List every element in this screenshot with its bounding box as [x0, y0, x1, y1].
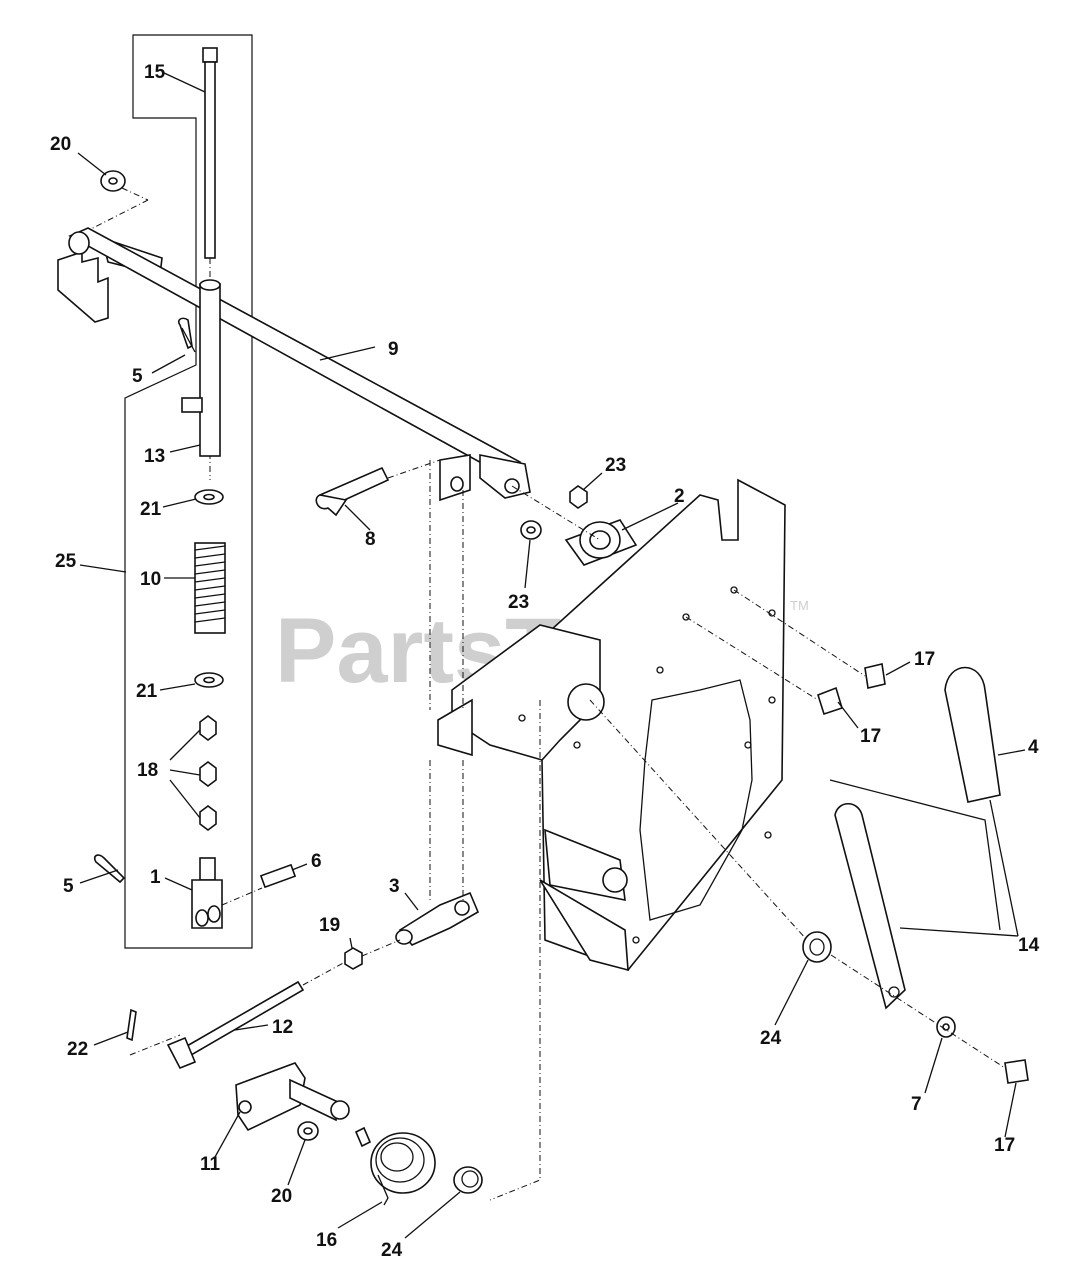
- callout-16: 16: [316, 1230, 337, 1251]
- hitch-pin-5-upper: [177, 317, 196, 353]
- callout-14: 14: [1018, 935, 1040, 956]
- watermark-trademark: TM: [790, 598, 809, 613]
- washer-20-top: [84, 170, 149, 233]
- leader-lines: [77, 71, 1026, 1239]
- nut-19: [344, 939, 401, 970]
- pivot-13: [181, 279, 221, 457]
- bushing-24-bottom: [453, 1166, 483, 1194]
- callout-24: 24: [381, 1240, 403, 1261]
- callout-8: 8: [365, 529, 376, 550]
- callout-4: 4: [1028, 737, 1039, 758]
- callout-20: 20: [50, 134, 71, 155]
- callout-5: 5: [132, 366, 143, 387]
- washer-21-lower: [194, 672, 224, 688]
- assembly-box-25: [124, 34, 253, 949]
- spring-16: [354, 1126, 436, 1206]
- callout-17: 17: [994, 1135, 1015, 1156]
- callout-17: 17: [860, 726, 881, 747]
- callout-23: 23: [605, 455, 626, 476]
- pedal-pad-4: [944, 666, 1001, 803]
- clevis-3: [395, 891, 480, 946]
- callout-22: 22: [67, 1039, 88, 1060]
- callout-10: 10: [140, 569, 161, 590]
- pin-8: [315, 459, 441, 517]
- callout-labels: 15 20 5 9 13 21 25 10 21 18 5 1 6 3 8 23…: [50, 62, 1040, 1261]
- callout-24: 24: [760, 1028, 782, 1049]
- clevis-1: [191, 857, 223, 929]
- cotter-pin-22: [126, 1008, 181, 1056]
- callout-18: 18: [137, 760, 158, 781]
- rod-12: [166, 961, 346, 1070]
- callout-23: 23: [508, 592, 529, 613]
- callout-13: 13: [144, 446, 165, 467]
- callout-11: 11: [200, 1154, 221, 1175]
- callout-25: 25: [55, 551, 77, 572]
- callout-9: 9: [388, 339, 399, 360]
- pedal-arm-14: [829, 779, 1001, 1010]
- washer-20-bottom: [297, 1121, 319, 1141]
- arm-11: [235, 1062, 350, 1132]
- callout-12: 12: [272, 1017, 293, 1038]
- nut-23-upper: [569, 485, 588, 509]
- callout-2: 2: [674, 486, 685, 507]
- bolt-17-lower: [1004, 1059, 1029, 1084]
- callout-17: 17: [914, 649, 935, 670]
- shaft-9: [57, 227, 531, 502]
- nuts-18: [199, 715, 217, 831]
- bearing-2: [564, 519, 638, 566]
- pin-6: [221, 863, 297, 906]
- callout-21: 21: [136, 681, 158, 702]
- hitch-pin-5-lower: [93, 854, 126, 884]
- callout-7: 7: [911, 1094, 922, 1115]
- callout-6: 6: [311, 851, 322, 872]
- callout-19: 19: [319, 915, 340, 936]
- nut-23-lower: [520, 520, 542, 540]
- callout-21: 21: [140, 499, 162, 520]
- bushing-24-right: [589, 699, 832, 963]
- callout-20: 20: [271, 1186, 292, 1207]
- callout-3: 3: [389, 876, 400, 897]
- washer-7: [830, 954, 1006, 1069]
- spring-10: [194, 542, 226, 634]
- washer-21-upper: [194, 489, 224, 505]
- callout-15: 15: [144, 62, 166, 83]
- bolt-17-upper: [733, 589, 886, 689]
- callout-5: 5: [63, 876, 74, 897]
- assembly-dash-lines: [429, 460, 601, 1201]
- callout-1: 1: [150, 867, 161, 888]
